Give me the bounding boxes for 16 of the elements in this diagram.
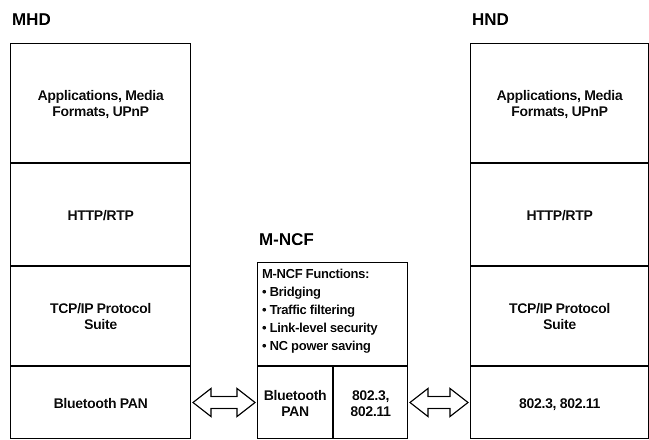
protocol-layer-box: Applications, Media Formats, UPnP [10,43,191,163]
function-list-box: M-NCF Functions: • Bridging • Traffic filtering • Link-level security • NC power saving [257,262,408,366]
stack-heading: HND [472,10,509,30]
protocol-layer-box: Applications, Media Formats, UPnP [470,43,649,163]
protocol-layer-box: 802.3, 802.11 [470,366,649,439]
stack-heading: M-NCF [259,230,314,250]
protocol-layer-box: 802.3, 802.11 [333,366,408,439]
protocol-layer-box: HTTP/RTP [10,163,191,266]
protocol-layer-box: TCP/IP Protocol Suite [470,266,649,366]
protocol-layer-box: Bluetooth PAN [10,366,191,439]
double-arrow [192,387,256,418]
protocol-layer-box: TCP/IP Protocol Suite [10,266,191,366]
protocol-layer-box: HTTP/RTP [470,163,649,266]
protocol-layer-box: Bluetooth PAN [257,366,333,439]
double-arrow [408,387,470,418]
stack-heading: MHD [12,10,51,30]
